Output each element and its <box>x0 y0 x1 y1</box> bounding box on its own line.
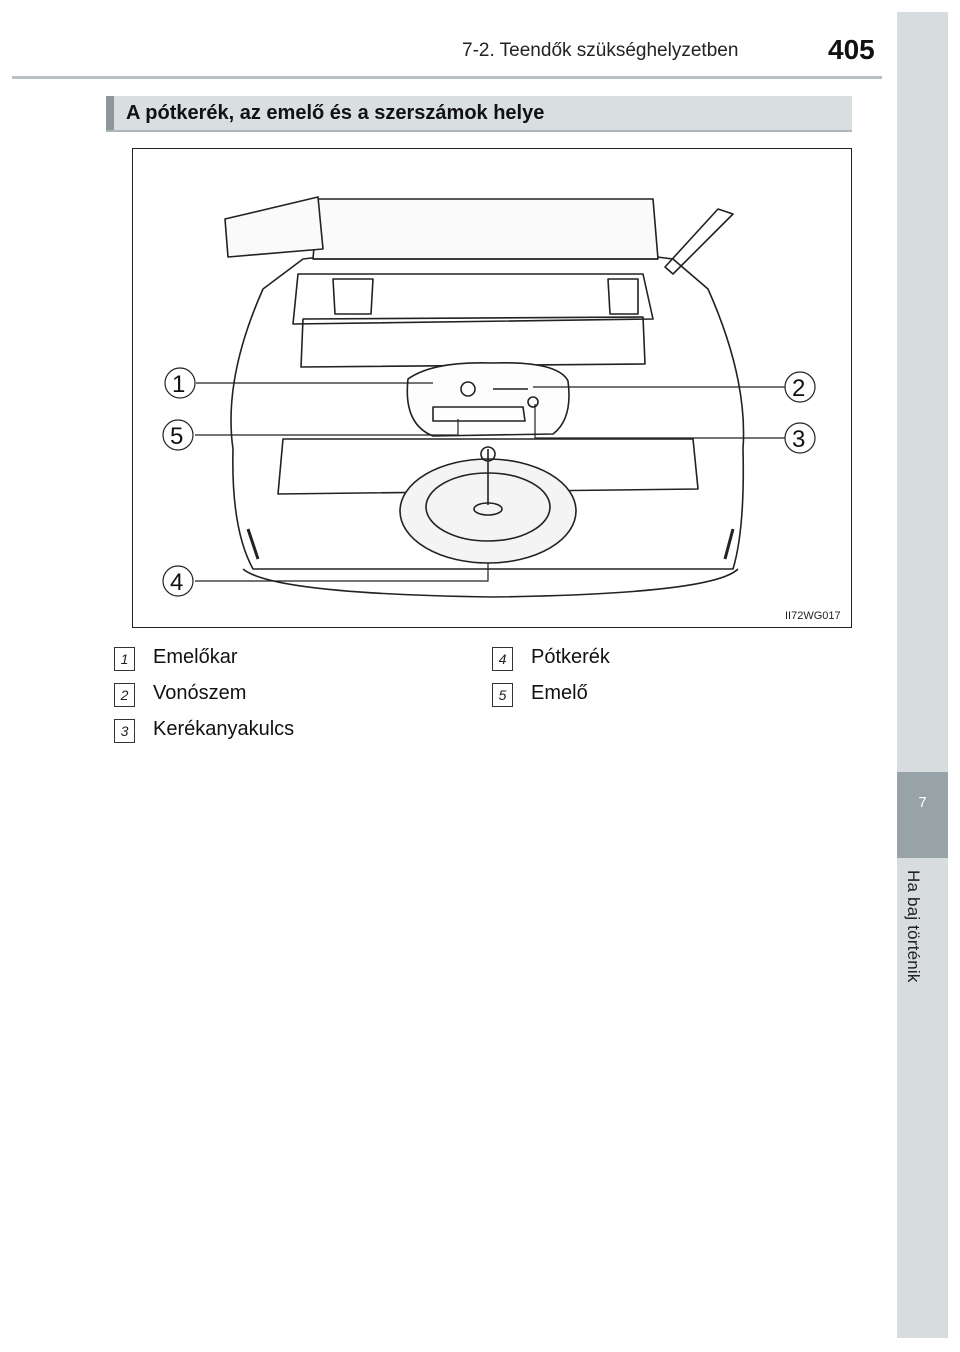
callout-3: 3 <box>792 426 805 453</box>
legend-number: 3 <box>114 719 135 743</box>
section-title: A pótkerék, az emelő és a szerszámok hel… <box>126 102 545 124</box>
callout-marker-4 <box>162 565 194 597</box>
chapter-title: 7-2. Teendők szükséghelyzetben <box>462 40 739 61</box>
gas-strut <box>664 208 734 275</box>
legend-label: Emelő <box>531 682 588 704</box>
legend-number: 4 <box>492 647 513 671</box>
header-rule <box>12 76 882 79</box>
section-header: A pótkerék, az emelő és a szerszámok hel… <box>106 96 852 132</box>
callout-line-5 <box>195 419 459 436</box>
callout-marker-3 <box>784 422 816 454</box>
side-tab-upper <box>897 12 948 772</box>
trunk-illustration: 1 2 3 4 5 II72WG017 <box>132 148 852 628</box>
bumper-line <box>242 568 739 598</box>
callout-marker-1 <box>164 367 196 399</box>
callout-marker-2 <box>784 371 816 403</box>
figure-code: II72WG017 <box>785 610 841 622</box>
callout-5: 5 <box>170 423 183 450</box>
callout-line-3 <box>534 404 785 439</box>
legend-number: 5 <box>492 683 513 707</box>
legend-number: 2 <box>114 683 135 707</box>
side-tab-lower <box>897 858 948 1338</box>
callout-marker-5 <box>162 419 194 451</box>
legend-label: Vonószem <box>153 682 247 704</box>
legend-label: Kerékanyakulcs <box>153 718 295 740</box>
car-body-outline <box>230 243 745 570</box>
trunk-drawing: 1 2 3 4 5 II72WG017 <box>162 196 841 622</box>
chapter-number: 7 <box>918 794 927 811</box>
page-number: 405 <box>828 34 875 65</box>
legend-number: 1 <box>114 647 135 671</box>
chapter-name: Ha baj történik <box>904 870 923 983</box>
callout-line-4 <box>195 563 489 582</box>
tool-tray <box>406 362 570 437</box>
legend-label: Emelőkar <box>153 646 238 668</box>
callout-1: 1 <box>172 371 185 398</box>
callout-2: 2 <box>792 375 805 402</box>
chapter-tab[interactable]: 7 <box>897 772 948 858</box>
legend-label: Pótkerék <box>531 646 610 668</box>
section-accent-bar <box>106 96 114 130</box>
side-panel <box>224 196 324 258</box>
callout-4: 4 <box>170 569 183 596</box>
